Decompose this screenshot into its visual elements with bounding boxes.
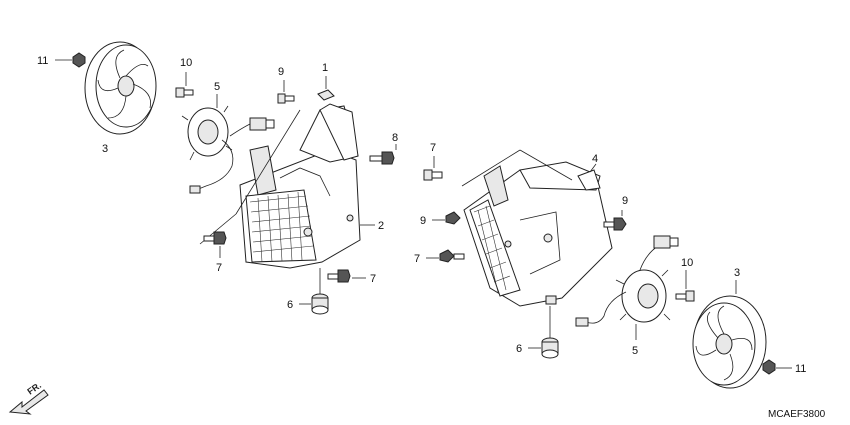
- right-bolt-7-a: [423, 156, 443, 181]
- right-bolt-9-b: [603, 210, 627, 231]
- part-code: MCAEF3800: [768, 409, 826, 420]
- right-shroud: [461, 149, 613, 307]
- right-motor: [575, 235, 679, 340]
- left-bolt-7-b: [327, 269, 366, 283]
- clip-1: [317, 76, 335, 101]
- label-9-right-a: 9: [420, 215, 426, 227]
- label-4: 4: [592, 153, 598, 165]
- right-bolt-10: [675, 270, 695, 302]
- label-6-right: 6: [516, 343, 522, 355]
- left-bolt-9: [277, 80, 295, 104]
- label-3-left: 3: [102, 143, 108, 155]
- label-3-right: 3: [734, 267, 740, 279]
- label-1: 1: [322, 62, 328, 74]
- right-nut-11: [762, 359, 792, 375]
- label-7-left-a: 7: [216, 262, 222, 274]
- right-grommet-6: [528, 306, 559, 359]
- label-2: 2: [378, 220, 384, 232]
- label-11-left: 11: [37, 55, 48, 67]
- callout-labels: 11 3 10 5 9 1 8 2 7 7 6 7 4 9 9 7 10 3 6…: [37, 55, 826, 420]
- label-7-right-b: 7: [414, 253, 420, 265]
- bolt-8: [369, 144, 397, 165]
- left-nut-11: [55, 52, 86, 68]
- label-8: 8: [392, 132, 398, 144]
- left-fan: [84, 41, 157, 135]
- front-direction-arrow: FR.: [8, 380, 49, 415]
- label-9-right-b: 9: [622, 195, 628, 207]
- label-9-left: 9: [278, 66, 284, 78]
- label-7-right-a: 7: [430, 142, 436, 154]
- label-5-left: 5: [214, 81, 220, 93]
- label-7-left-b: 7: [370, 273, 376, 285]
- left-grommet-6: [299, 268, 329, 315]
- right-bolt-7-b: [426, 249, 465, 263]
- label-10-left: 10: [180, 57, 192, 69]
- left-shroud: [199, 103, 375, 269]
- right-fan: [692, 280, 767, 389]
- right-bolt-9-a: [432, 211, 461, 225]
- label-11-right: 11: [795, 363, 806, 375]
- label-6-left: 6: [287, 299, 293, 311]
- left-bolt-7-a: [203, 231, 227, 258]
- left-bolt-10: [175, 72, 194, 98]
- left-motor: [181, 94, 275, 194]
- label-5-right: 5: [632, 345, 638, 357]
- label-10-right: 10: [681, 257, 693, 269]
